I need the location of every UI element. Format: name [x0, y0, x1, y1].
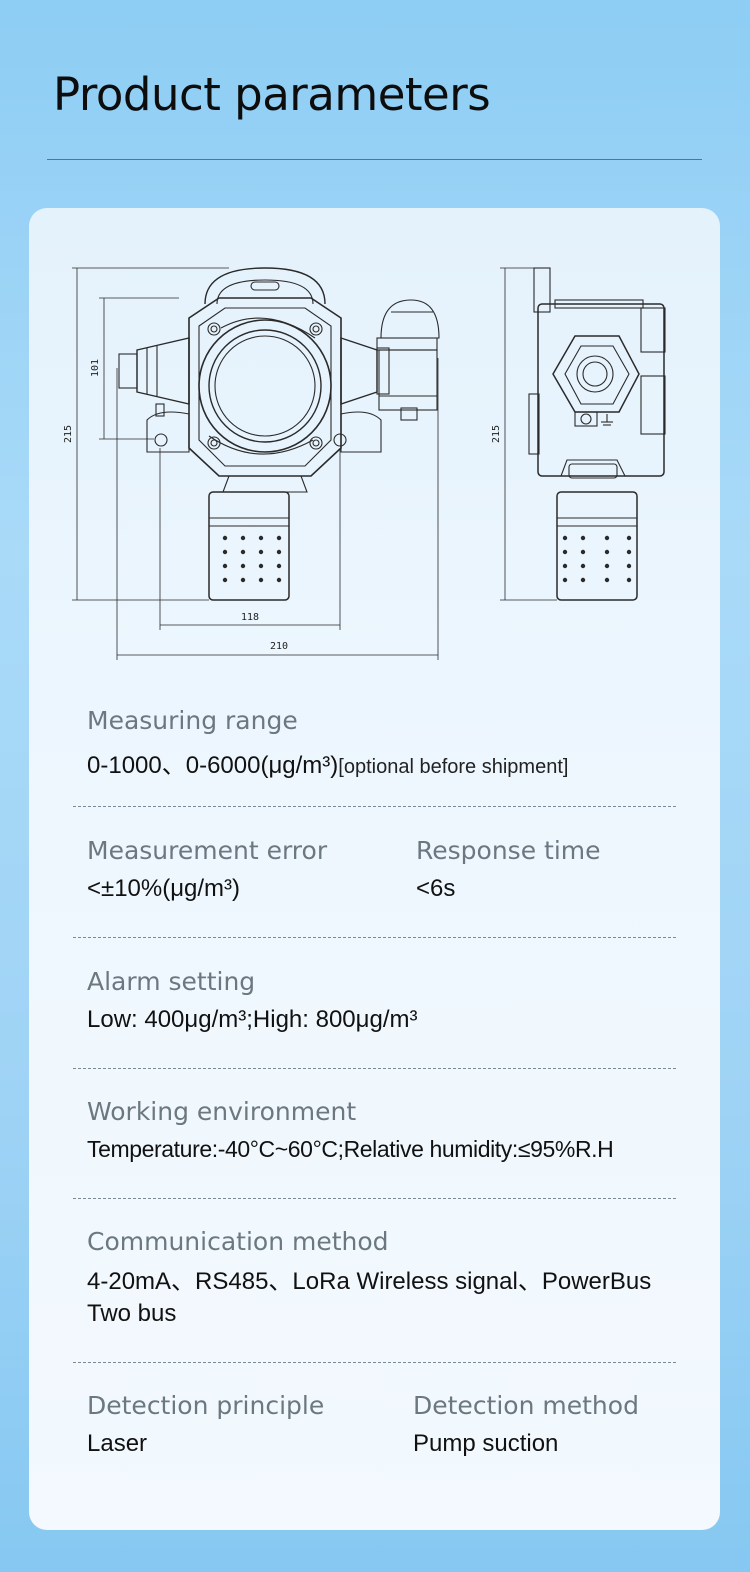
detection-method-label: Detection method — [413, 1391, 639, 1420]
alarm-setting-label: Alarm setting — [87, 967, 256, 996]
communication-method-value: 4-20mA、RS485、LoRa Wireless signal、PowerB… — [87, 1268, 652, 1327]
measurement-error-label: Measurement error — [87, 836, 328, 865]
sensor-holes-side — [562, 535, 632, 583]
dimension-lines — [72, 267, 439, 660]
param-measuring-range: Measuring range 0-1000、0-6000(μg/m³)[opt… — [87, 706, 677, 780]
detection-principle-value: Laser — [87, 1430, 148, 1457]
page-title: Product parameters — [53, 68, 491, 121]
detection-method-value: Pump suction — [413, 1430, 559, 1457]
measurement-error-group: Measurement error <±10%(μg/m³) — [87, 836, 677, 903]
working-environment-label: Working environment — [87, 1097, 357, 1126]
response-time-label: Response time — [416, 836, 601, 865]
dim-label-215-left: 215 — [63, 425, 74, 443]
measuring-range-value: 0-1000、0-6000(μg/m³)[optional before shi… — [87, 745, 677, 780]
detection-principle-group: Detection principle Laser — [87, 1391, 677, 1458]
response-time-value: <6s — [416, 875, 456, 902]
dimension-drawing: 101 215 118 210 215 — [63, 267, 666, 660]
param-alarm-setting: Alarm setting Low: 400μg/m³;High: 800μg/… — [87, 967, 677, 1034]
measuring-range-label: Measuring range — [87, 706, 298, 735]
communication-method-label: Communication method — [87, 1227, 389, 1256]
alarm-setting-value: Low: 400μg/m³;High: 800μg/m³ — [87, 1006, 418, 1033]
parameters-card: 101 215 118 210 215 Measuring range 0-10… — [29, 208, 720, 1530]
param-error-response: Measurement error <±10%(μg/m³) Response … — [87, 836, 677, 903]
dim-label-101: 101 — [90, 359, 101, 377]
measurement-error-value: <±10%(μg/m³) — [87, 875, 241, 902]
row-divider — [73, 1198, 676, 1199]
dim-label-215-right: 215 — [491, 425, 502, 443]
row-divider — [73, 1362, 676, 1363]
detection-method-group: Detection method Pump suction — [413, 1391, 639, 1458]
response-time-group: Response time <6s — [416, 836, 601, 903]
param-working-environment: Working environment Temperature:-40°C~60… — [87, 1097, 677, 1163]
detection-principle-label: Detection principle — [87, 1391, 325, 1420]
dim-label-118: 118 — [241, 612, 259, 623]
row-divider — [73, 937, 676, 938]
title-divider — [47, 159, 702, 160]
row-divider — [73, 806, 676, 807]
sensor-holes-front — [222, 535, 282, 583]
row-divider — [73, 1068, 676, 1069]
dim-label-210: 210 — [270, 641, 288, 652]
measuring-range-note: [optional before shipment] — [338, 756, 569, 778]
param-communication-method: Communication method 4-20mA、RS485、LoRa W… — [87, 1227, 677, 1330]
param-detection: Detection principle Laser Detection meth… — [87, 1391, 677, 1458]
working-environment-value: Temperature:-40°C~60°C;Relative humidity… — [87, 1136, 614, 1162]
measuring-range-text: 0-1000、0-6000(μg/m³) — [87, 752, 339, 779]
